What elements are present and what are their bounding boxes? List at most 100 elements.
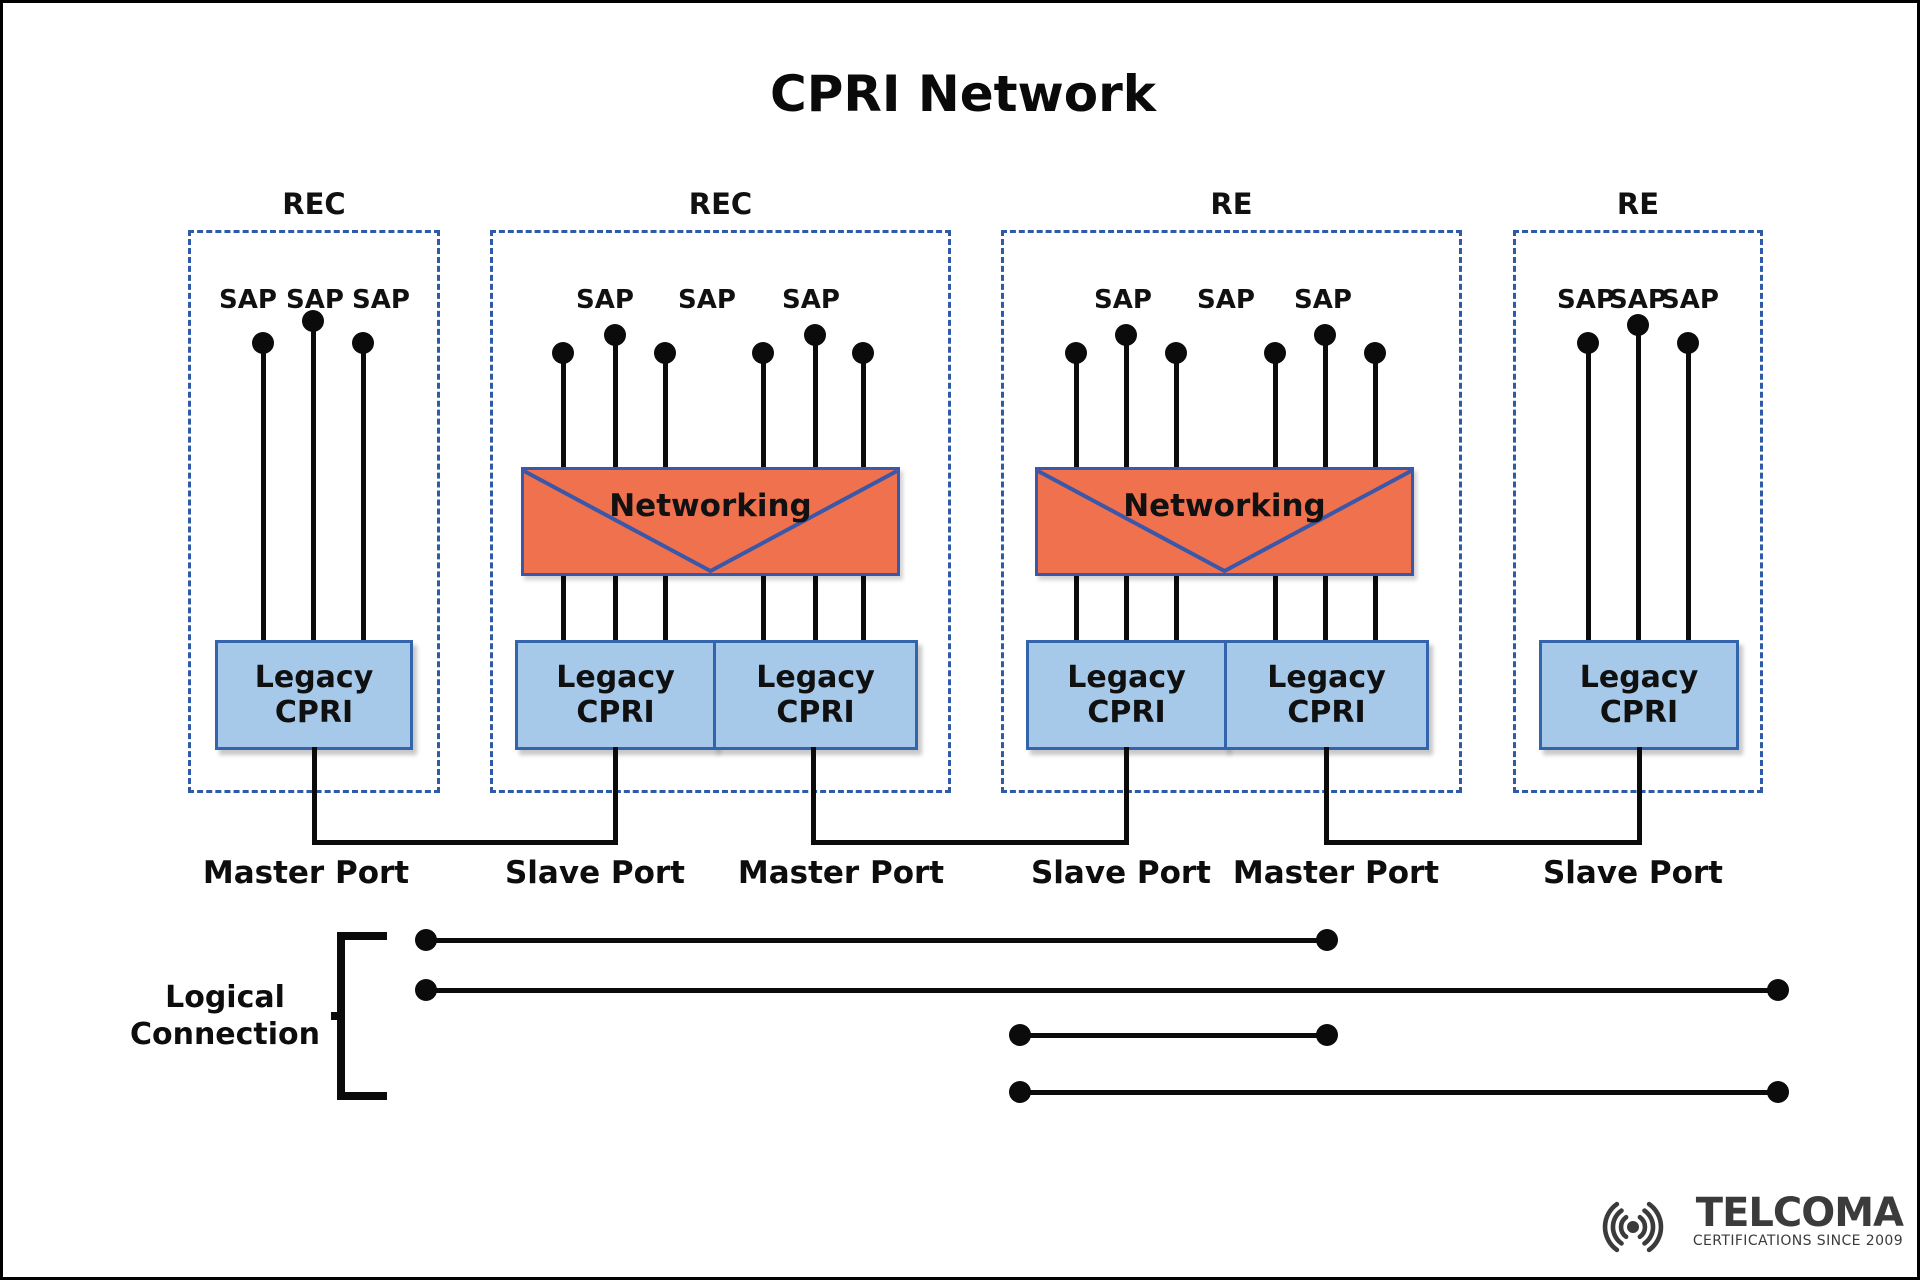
logical-line: [1020, 1090, 1778, 1095]
networking-box: Networking: [521, 467, 900, 576]
networking-label: Networking: [1123, 488, 1326, 524]
sap-dot: [804, 324, 826, 346]
sap-dot: [302, 310, 324, 332]
legacy-cpri-label: Legacy: [1579, 660, 1699, 695]
legacy-cpri-label: CPRI: [274, 695, 354, 730]
logo-text: TELCOMA CERTIFICATIONS SINCE 2009: [1692, 1190, 1904, 1249]
group-dashed-box: [490, 230, 951, 793]
port-label: Slave Port: [504, 855, 686, 891]
bracket-tick: [331, 1012, 338, 1020]
sap-stem: [663, 353, 668, 470]
networking-legacy-stem: [1174, 573, 1179, 643]
logical-line-dot: [1009, 1081, 1031, 1103]
port-connector-vertical: [1124, 747, 1129, 845]
port-connector-horizontal: [312, 840, 618, 845]
sap-dot: [352, 332, 374, 354]
logical-line: [426, 938, 1327, 943]
networking-legacy-stem: [861, 573, 866, 643]
sap-label: SAP: [1294, 285, 1352, 315]
sap-stem: [761, 353, 766, 470]
logical-line-dot: [415, 929, 437, 951]
sap-stem: [1373, 353, 1378, 470]
port-label: Master Port: [202, 855, 410, 891]
legacy-cpri-label: CPRI: [1087, 695, 1166, 730]
sap-stem: [1586, 343, 1591, 643]
networking-legacy-stem: [613, 573, 618, 643]
networking-label: Networking: [609, 488, 812, 524]
port-connector-vertical: [613, 747, 618, 845]
legacy-cpri-label: CPRI: [576, 695, 655, 730]
bracket-arm-bottom: [337, 1092, 387, 1100]
port-label: Master Port: [737, 855, 945, 891]
sap-stem: [261, 343, 266, 643]
sap-dot: [252, 332, 274, 354]
networking-v-icon: [524, 470, 897, 573]
logo-tagline: CERTIFICATIONS SINCE 2009: [1692, 1233, 1903, 1249]
sap-stem: [1636, 325, 1641, 643]
wifi-icon: [1602, 1201, 1664, 1253]
sap-stem: [1686, 343, 1691, 643]
sap-dot: [1627, 314, 1649, 336]
group-label: RE: [1210, 187, 1253, 221]
sap-label: SAP: [1557, 285, 1615, 315]
logical-connection-label: Connection: [129, 1017, 321, 1052]
sap-stem: [1273, 353, 1278, 470]
logo-name: TELCOMA: [1695, 1190, 1904, 1236]
port-connector-vertical: [312, 747, 317, 845]
sap-dot: [852, 342, 874, 364]
sap-label: SAP: [1661, 285, 1719, 315]
sap-label: SAP: [219, 285, 277, 315]
legacy-cpri-label: CPRI: [776, 695, 855, 730]
sap-dot: [1364, 342, 1386, 364]
group-dashed-box: [1001, 230, 1462, 793]
logical-line: [426, 988, 1778, 993]
networking-legacy-stem: [813, 573, 818, 643]
sap-dot: [1264, 342, 1286, 364]
bracket-vertical: [337, 932, 345, 1100]
sap-dot: [654, 342, 676, 364]
networking-v-icon: [1038, 470, 1411, 573]
logical-line-dot: [415, 979, 437, 1001]
page-title: CPRI Network: [770, 65, 1156, 123]
sap-stem: [311, 321, 316, 643]
legacy-cpri-label: Legacy: [1267, 660, 1386, 695]
sap-dot: [1577, 332, 1599, 354]
networking-legacy-stem: [663, 573, 668, 643]
sap-dot: [1115, 324, 1137, 346]
group-label: REC: [688, 187, 753, 221]
group-label: REC: [282, 187, 346, 221]
sap-label: SAP: [352, 285, 410, 315]
sap-stem: [1323, 335, 1328, 470]
port-label: Master Port: [1232, 855, 1440, 891]
sap-label: SAP: [1197, 285, 1255, 315]
group-label: RE: [1616, 187, 1660, 221]
port-connector-vertical: [811, 747, 816, 845]
sap-stem: [861, 353, 866, 470]
sap-stem: [813, 335, 818, 470]
networking-legacy-stem: [1074, 573, 1079, 643]
logical-line-dot: [1009, 1024, 1031, 1046]
sap-stem: [1074, 353, 1079, 470]
networking-legacy-stem: [1373, 573, 1378, 643]
port-connector-vertical: [1324, 747, 1329, 845]
networking-legacy-stem: [761, 573, 766, 643]
networking-box: Networking: [1035, 467, 1414, 576]
logical-connection-label: Logical: [165, 980, 285, 1015]
sap-label: SAP: [1094, 285, 1152, 315]
sap-stem: [613, 335, 618, 470]
sap-dot: [752, 342, 774, 364]
networking-legacy-stem: [561, 573, 566, 643]
logical-line-dot: [1767, 979, 1789, 1001]
legacy-cpri-label: CPRI: [1599, 695, 1679, 730]
legacy-cpri-label: Legacy: [1067, 660, 1186, 695]
port-connector-vertical: [1637, 747, 1642, 845]
telcoma-logo: TELCOMA CERTIFICATIONS SINCE 2009: [1595, 1193, 1905, 1261]
